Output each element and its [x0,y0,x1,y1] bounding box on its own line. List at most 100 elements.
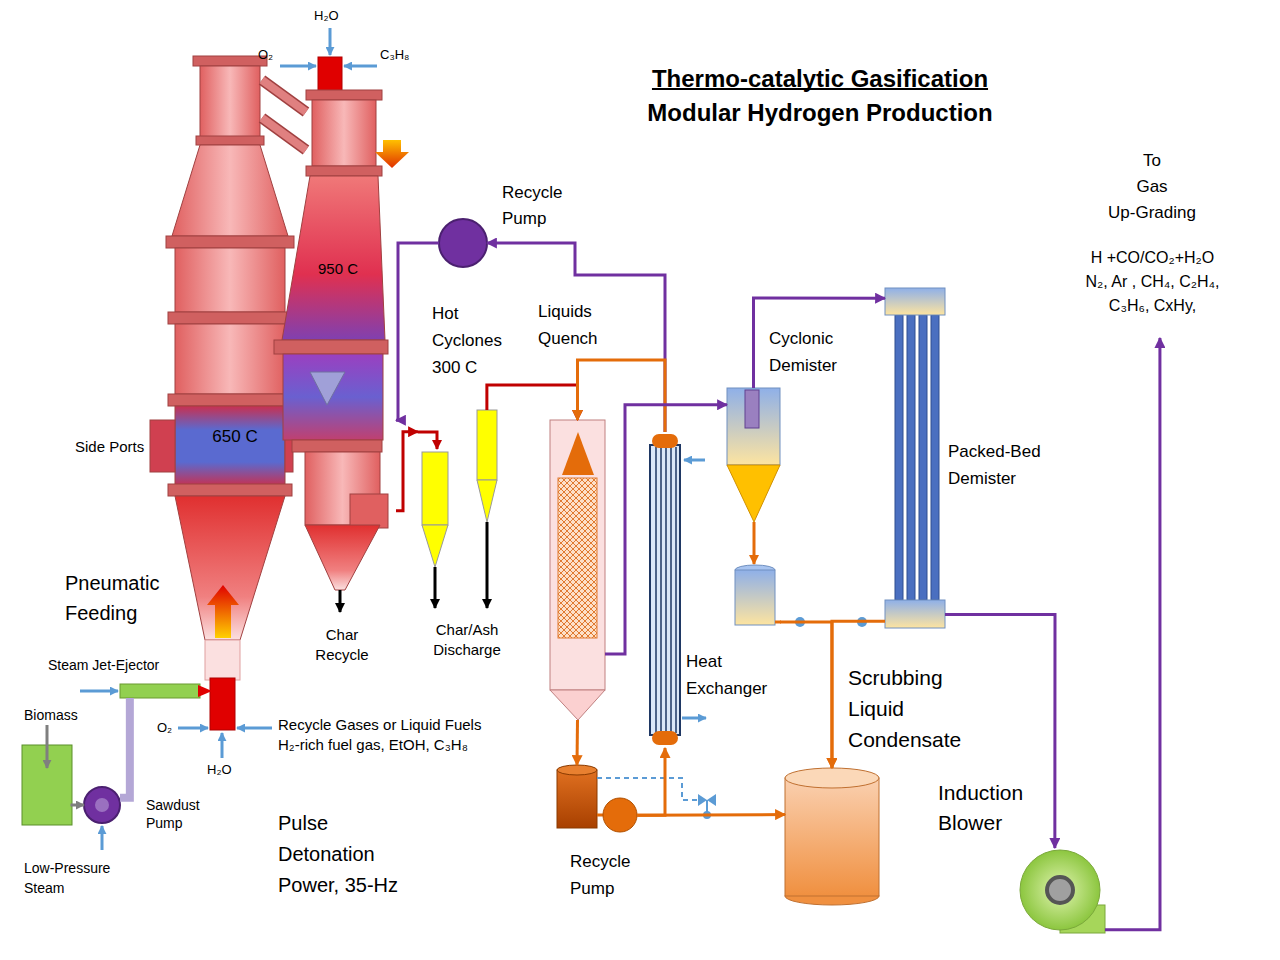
gasifier-left-column [175,248,285,312]
heat-exchanger: Heat Exchanger [648,432,682,748]
gasifier-left-column [205,640,240,680]
condensate-tank: Scrubbing Liquid Condensate [785,768,878,905]
cyclonic-demister: Cyclonic Demister [727,388,780,628]
recycle-pump-bottom [557,765,637,832]
gasifier-right-column [274,57,388,590]
gasifier-left-column [150,56,294,730]
equipment-label: Biomass [24,706,78,724]
equipment-label: Steam Jet-Ejector [48,656,159,674]
callout-label: O₂ [258,47,273,63]
steam-ejector: Steam Jet-Ejector [120,684,202,698]
char-discharge-arrows [340,522,487,612]
equipment-label: To Gas Up-Grading [1097,148,1207,226]
recycle-pump-bottom [603,798,637,832]
feed-arrows [280,65,316,68]
feed-arrow [207,585,239,638]
cyclonic-demister [727,388,780,465]
callout-label: H₂O [207,762,232,778]
packed-bed-demister [885,288,945,628]
feed-arrows [101,826,104,850]
flow-connector [576,720,580,765]
heat-exchanger [652,731,678,745]
cyclone-pair [422,452,448,525]
equipment-label: H +CO/CO₂+H₂O N₂, Ar , CH₄, C₂H₄, C₃H₆, … [1085,246,1220,318]
callout-label: Char/Ash Discharge [428,620,506,660]
callout-label: O₂ [157,720,172,736]
output-note: To Gas Up-Grading H +CO/CO₂+H₂O N₂, Ar , … [1070,148,1235,338]
equipment-label: Recycle Pump [570,848,645,902]
gasifier-left-column [168,312,292,324]
callout-label: Pneumatic Feeding [65,568,180,628]
gasifier-right-column [318,57,342,91]
feed-arrows [237,727,272,730]
cyclone-pair [477,410,497,480]
flow-connector [637,748,665,815]
packed-bed-demister [885,288,945,315]
equipment-label: Recycle Pump [502,180,577,232]
blower: Induction Blower [1020,848,1105,935]
flow-connector [754,298,886,388]
induction-blower [1020,850,1100,930]
gasifier-left-column [168,484,292,496]
crossover-duct [262,80,306,150]
gasifier-column: 650 C [172,60,298,675]
heat-exchanger [650,434,680,745]
flow-connector [780,622,832,768]
callout-label: Pulse Detonation Power, 35-Hz [278,808,413,901]
gasifier-right-column [306,166,382,176]
gasifier-right-column [283,354,383,440]
feed-arrows [344,65,377,68]
gasifier-left-column [172,145,288,236]
pump-tank: Recycle Pump [557,765,637,832]
gasifier-right-column [306,90,382,100]
gasifier-right-column [310,372,345,405]
callout-label: Side Ports [75,437,144,456]
gasifier-left-column [166,236,294,248]
packed-bed-demister: Packed-Bed Demister [885,288,945,628]
connector-group [72,243,1160,930]
quench-column [550,420,605,720]
feed-equipment [198,685,212,697]
equipment-label: Hot Cyclones 300 C [432,300,517,381]
gasifier-right-column [274,340,388,354]
callout-label: Low-Pressure Steam [24,858,124,898]
packed-bed-demister [885,600,945,628]
quench-column [562,432,594,475]
feed-arrows [682,717,706,720]
feed-equipment [46,725,49,768]
induction-blower [1047,877,1073,903]
gasifier-left-column [210,678,235,730]
cyclone-pair [422,525,448,567]
feed-arrows [178,727,208,730]
recycle-pump-top [439,219,487,267]
bypass-valve [597,778,716,819]
gasifier-right-column [282,176,385,340]
feed-arrows [221,733,224,758]
gasifier-right-column [305,525,380,590]
flow-connector [637,813,785,817]
feed-equipment [95,798,109,812]
quench-column [550,420,605,690]
crossover-duct [262,80,306,112]
equipment-label: Sawdust Pump [146,796,206,832]
equipment-label: Scrubbing Liquid Condensate [848,662,978,755]
equipment-label: Liquids Quench [538,298,618,352]
heat-exchanger [652,434,678,448]
crossover-duct [262,118,306,150]
pump-circle: Sawdust Pump [84,787,120,823]
packed-bed-demister [895,315,903,600]
cyclonic-demister [727,388,781,625]
feed-arrows [684,459,705,462]
flow-connector [1105,338,1160,930]
gasifier-left-column [150,420,175,472]
callout-label: Char Recycle [312,625,372,665]
flow-connector [120,698,130,798]
char-discharge-arrows [339,590,342,612]
quench-column: Liquids Quench [550,420,605,720]
gasifier-left-column [193,56,267,66]
callout-label: Recycle Gases or Liquid Fuels H₂-rich fu… [278,715,503,755]
gasifier-left-column [175,324,285,394]
char-discharge-arrows [434,567,437,608]
recycle-pump-top [439,219,487,267]
